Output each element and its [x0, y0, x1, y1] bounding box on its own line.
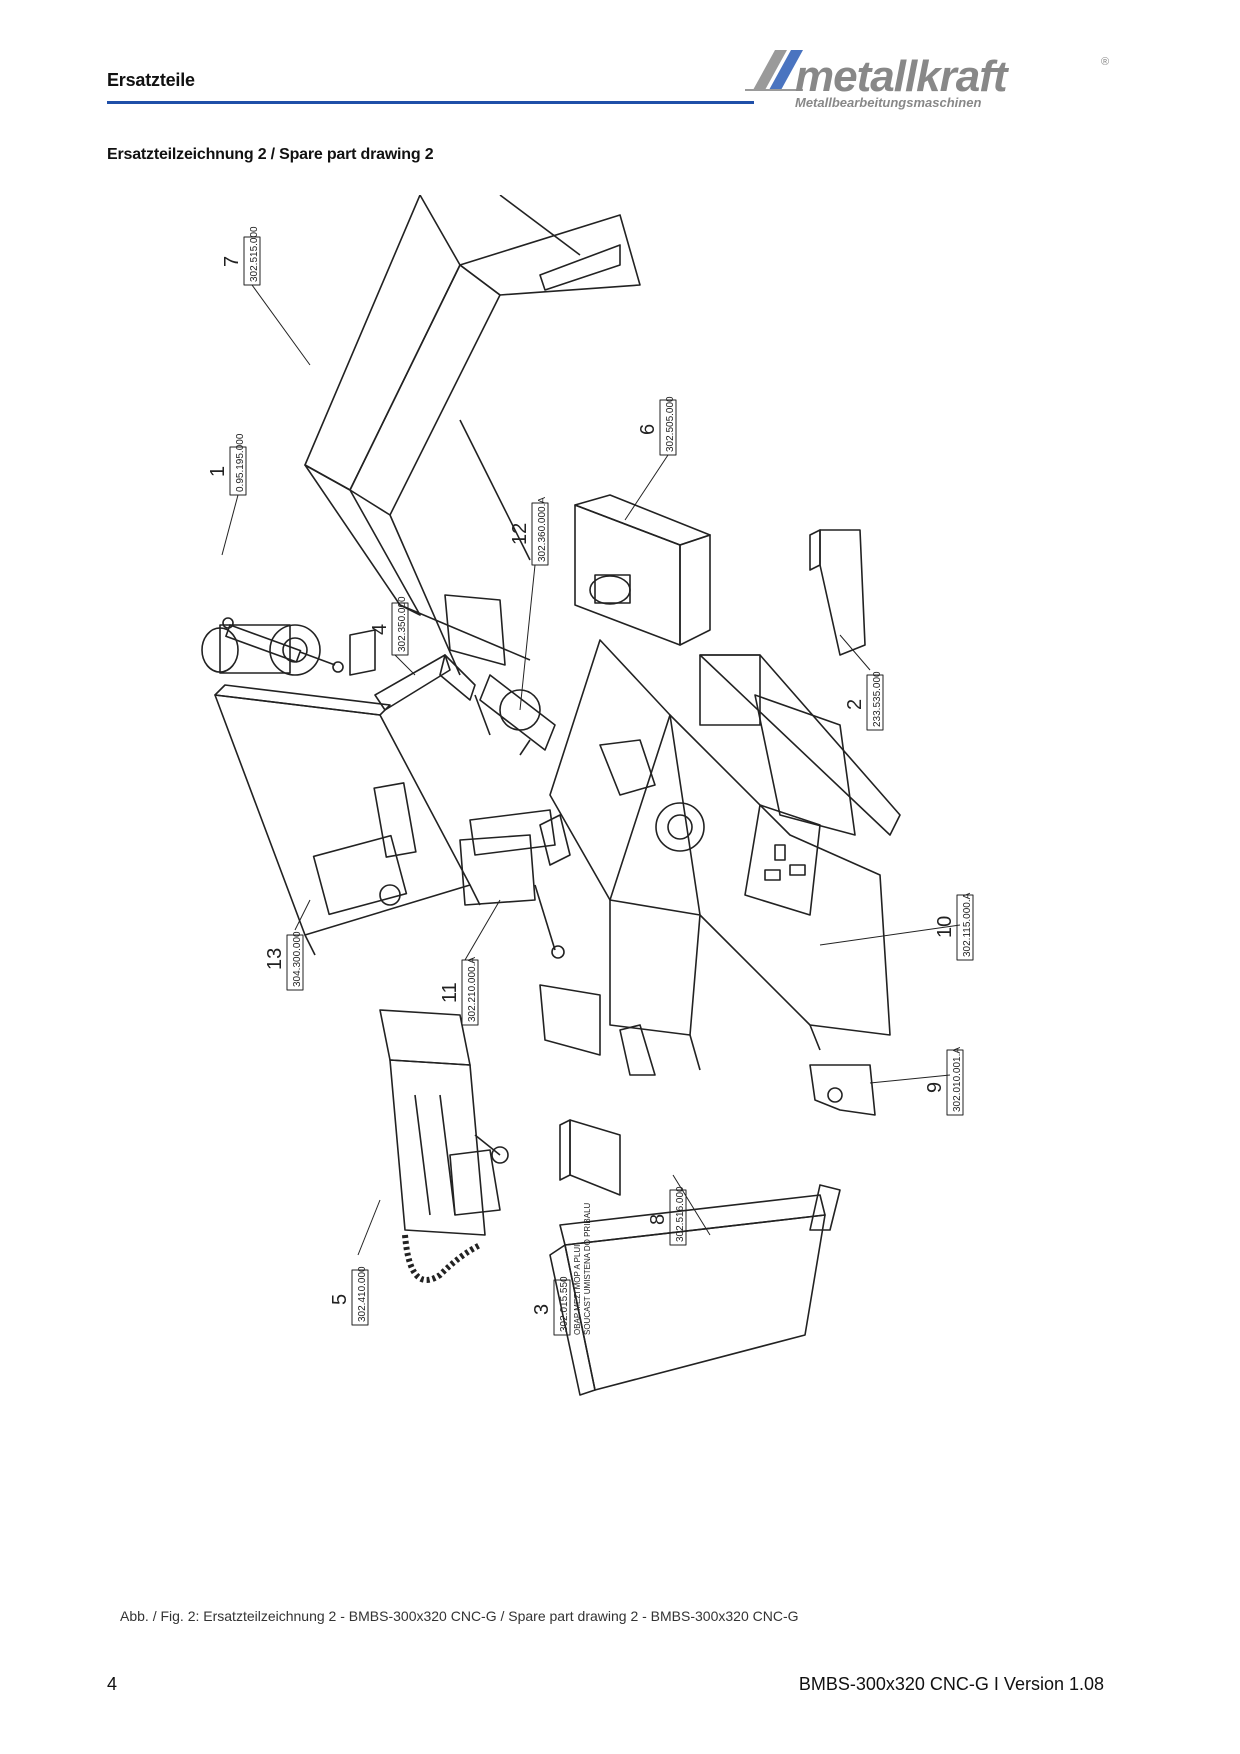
part-2-plate	[809, 529, 866, 656]
part-8-chip-tray	[549, 1184, 841, 1396]
callout-5-num: 5	[329, 1294, 351, 1305]
callout-3-note-1: OBAP MEZI MOP A PLUI	[573, 1245, 582, 1335]
part-11-vice	[459, 809, 571, 959]
callout-1-num: 1	[207, 466, 229, 477]
part-10-machine-base	[539, 639, 901, 1076]
leader-lines	[221, 284, 961, 1256]
logo-registered: ®	[1101, 56, 1110, 68]
drawing-title: Ersatzteilzeichnung 2 / Spare part drawi…	[107, 146, 434, 163]
part-9-bracket	[809, 1064, 876, 1116]
part-7-cover	[304, 195, 641, 676]
callout-3-num: 3	[531, 1304, 553, 1315]
callout-13-num: 13	[264, 948, 286, 970]
callout-3-note-2: SOUCAST UMISTENA DO PRIBALU	[583, 1202, 592, 1335]
exploded-parts-drawing: 302.515.000 7 0.95.195.000 1 302.505.000…	[201, 195, 974, 1396]
callout-1-code: 0.95.195.000	[235, 433, 246, 492]
callout-9-num: 9	[924, 1082, 946, 1093]
page-number: 4	[107, 1674, 118, 1694]
callout-2-num: 2	[844, 699, 866, 710]
callout-2-code: 233.535.000	[872, 671, 883, 727]
callouts: 302.515.000 7 0.95.195.000 1 302.505.000…	[207, 226, 974, 1336]
callout-7-code: 302.515.000	[249, 226, 260, 282]
callout-4-code: 302.350.000	[397, 596, 408, 652]
footer-document-version: BMBS-300x320 CNC-G I Version 1.08	[798, 1674, 1104, 1694]
callout-12-num: 12	[509, 523, 531, 545]
logo-subtitle: Metallbearbeitungsmaschinen	[795, 95, 982, 110]
logo-wordmark: metallkraft	[795, 52, 1008, 101]
part-6-box	[574, 494, 711, 646]
part-4-bracket	[374, 654, 491, 736]
callout-4-num: 4	[369, 624, 391, 635]
callout-13-code: 304.300.000	[292, 931, 303, 987]
callout-9-code: 302.010.001.A	[952, 1047, 963, 1112]
callout-8-num: 8	[647, 1214, 669, 1225]
callout-3-code: 302.015.550	[559, 1276, 570, 1332]
callout-11-code: 302.210.000.A	[467, 957, 478, 1022]
callout-6-code: 302.505.000	[665, 396, 676, 452]
callout-11-num: 11	[439, 982, 461, 1003]
callout-12-code: 302.360.000.A	[537, 497, 548, 562]
callout-7-num: 7	[221, 256, 243, 267]
part-1-gas-spring	[222, 617, 344, 673]
callout-5-code: 302.410.000	[357, 1266, 368, 1322]
figure-caption: Abb. / Fig. 2: Ersatzteilzeichnung 2 - B…	[120, 1608, 799, 1624]
part-12-blade-guard	[444, 594, 556, 756]
part-5-conveyor	[379, 1009, 509, 1283]
header-rule	[107, 101, 754, 104]
header-section-title: Ersatzteile	[107, 70, 195, 90]
part-3-tray	[559, 1119, 621, 1196]
logo-mark-icon	[745, 50, 803, 91]
callout-10-num: 10	[934, 916, 956, 938]
callout-10-code: 302.115.000.A	[962, 892, 973, 957]
callout-8-code: 302.516.000	[675, 1186, 686, 1242]
callout-6-num: 6	[637, 424, 659, 435]
part-13-saw-frame	[201, 624, 481, 956]
